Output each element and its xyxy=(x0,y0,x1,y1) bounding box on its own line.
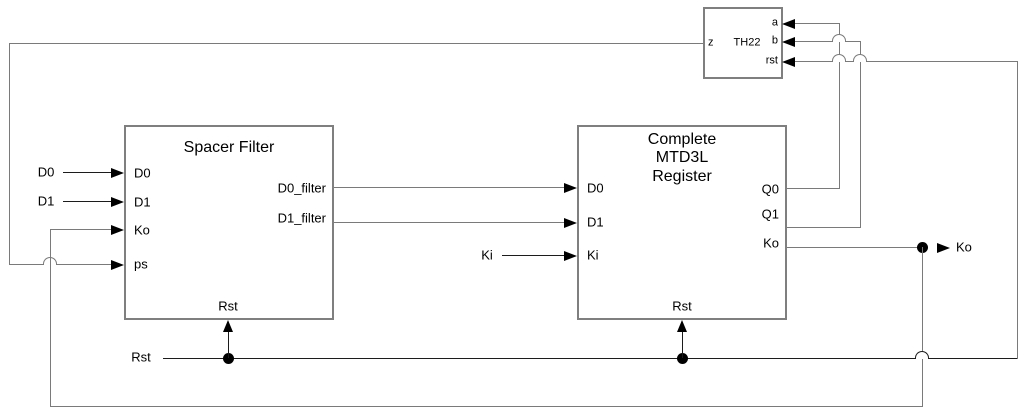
th22-a-arrowhead-icon xyxy=(782,19,795,29)
wire-rst-feedback-right-v xyxy=(1017,61,1018,359)
wire-q1-output xyxy=(787,227,861,228)
wire-z-feedback-left xyxy=(9,43,10,265)
th22-rst-arrowhead-icon xyxy=(782,57,795,67)
wire-ki-input xyxy=(502,255,564,256)
external-ki-label: Ki xyxy=(481,247,493,263)
spacer-rst-arrowhead-icon xyxy=(223,320,233,332)
external-rst-label: Rst xyxy=(131,349,151,365)
wire-th22-rst-input xyxy=(794,61,1018,62)
wire-th22-b-input xyxy=(794,41,861,42)
register-pin-d0-label: D0 xyxy=(587,180,604,196)
external-d0-label: D0 xyxy=(37,164,55,180)
ps-input-arrowhead-icon xyxy=(111,260,124,270)
wire-ps-input xyxy=(9,264,111,265)
wire-rst-to-spacer xyxy=(228,331,229,358)
wire-d0filter-to-d0 xyxy=(334,187,564,188)
register-pin-q0-label: Q0 xyxy=(761,181,779,197)
th22-pin-a-label: a xyxy=(771,16,778,29)
spacer-pin-rst-label: Rst xyxy=(218,298,238,314)
wire-q0-output xyxy=(787,188,840,189)
wire-rst-main xyxy=(163,358,1018,359)
d0-input-arrowhead-icon xyxy=(111,168,124,178)
spacer-pin-d1filter-label: D1_filter xyxy=(277,210,326,226)
wire-hop-rst-over-ko xyxy=(915,351,929,359)
wire-hop-rst-over-q1 xyxy=(853,54,867,62)
spacer-pin-d0filter-label: D0_filter xyxy=(277,180,326,196)
ko-input-arrowhead-icon xyxy=(111,225,124,235)
th22-gate-block xyxy=(703,7,783,79)
d1filter-arrowhead-icon xyxy=(564,218,577,228)
wire-ko-feedback-right-v xyxy=(922,247,923,407)
d1-input-arrowhead-icon xyxy=(111,197,124,207)
spacer-pin-ps-label: ps xyxy=(134,256,148,272)
rst-register-junction-dot xyxy=(677,353,688,364)
wire-d1filter-to-d1 xyxy=(334,222,564,223)
spacer-pin-ko-label: Ko xyxy=(134,222,150,238)
register-title-line3: Register xyxy=(652,168,712,185)
wire-ko-feedback-left-v xyxy=(50,229,51,407)
wire-ko-output xyxy=(787,247,927,248)
rst-spacer-junction-dot xyxy=(223,353,234,364)
wire-th22-a-input xyxy=(794,23,840,24)
th22-pin-b-label: b xyxy=(771,34,778,47)
spacer-pin-d0-label: D0 xyxy=(134,165,151,181)
wire-q1-feedback-v xyxy=(860,41,861,228)
spacer-filter-title: Spacer Filter xyxy=(183,139,275,156)
wire-ko-input xyxy=(50,229,111,230)
th22-pin-z-label: z xyxy=(708,36,714,49)
wire-hop-b-over-a xyxy=(832,34,846,42)
register-pin-ko-label: Ko xyxy=(763,235,779,251)
external-d1-label: D1 xyxy=(37,193,55,209)
register-pin-q1-label: Q1 xyxy=(761,206,779,222)
th22-b-arrowhead-icon xyxy=(782,37,795,47)
d0filter-arrowhead-icon xyxy=(564,183,577,193)
register-title-line2: MTD3L xyxy=(655,149,709,166)
wire-z-output-top xyxy=(9,43,703,44)
wire-d0-input xyxy=(63,172,111,173)
wire-q0-feedback-v xyxy=(839,23,840,189)
register-pin-d1-label: D1 xyxy=(587,214,604,230)
register-pin-ki-label: Ki xyxy=(587,247,599,263)
register-pin-rst-label: Rst xyxy=(672,298,692,314)
wire-rst-to-register xyxy=(682,331,683,358)
wire-d1-input xyxy=(63,201,111,202)
spacer-filter-block xyxy=(124,125,334,320)
ko-output-arrowhead-icon xyxy=(937,243,950,253)
register-rst-arrowhead-icon xyxy=(677,320,687,332)
wire-hop-rst-over-q0 xyxy=(832,54,846,62)
external-ko-label: Ko xyxy=(956,239,972,255)
wire-ko-feedback-bottom xyxy=(50,406,923,407)
th22-pin-rst-label: rst xyxy=(765,54,778,67)
th22-gate-title: TH22 xyxy=(733,36,761,49)
register-title-line1: Complete xyxy=(647,131,717,148)
ki-input-arrowhead-icon xyxy=(564,251,577,261)
spacer-pin-d1-label: D1 xyxy=(134,194,151,210)
mtd3l-register-block xyxy=(577,125,787,320)
